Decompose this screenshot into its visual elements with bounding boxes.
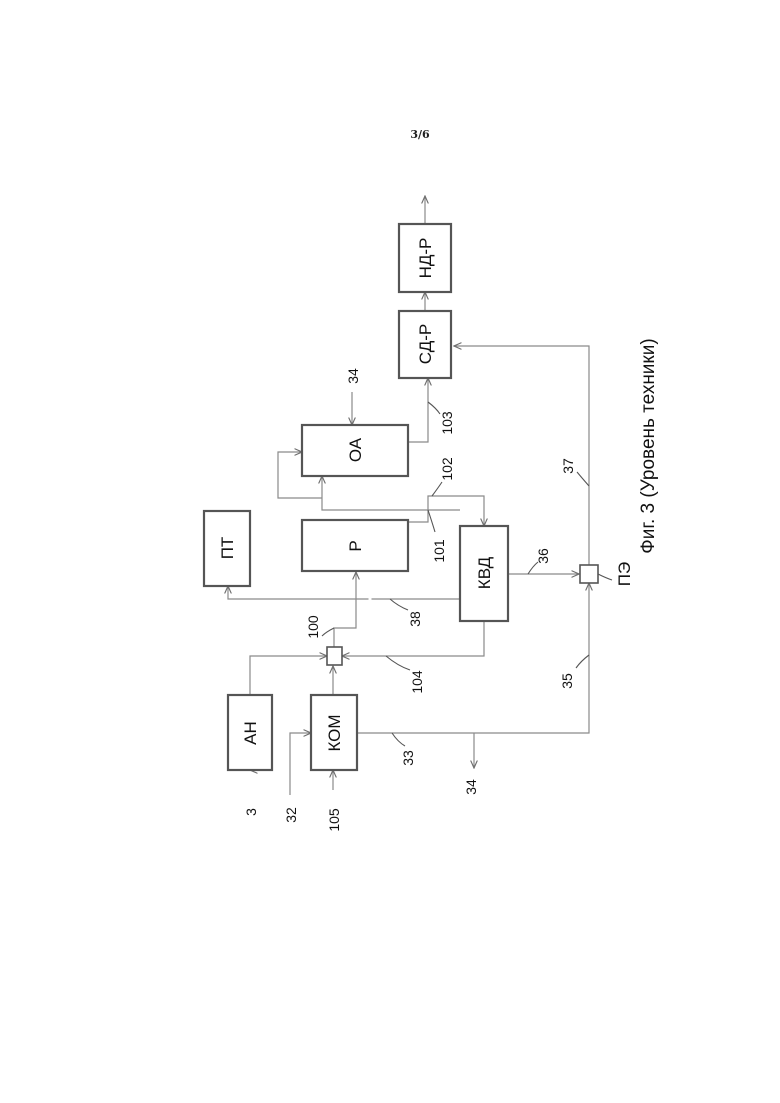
- stream-100-line: [334, 572, 356, 647]
- block-ndr-label: НД-Р: [416, 238, 435, 279]
- stream-103-line: [408, 378, 428, 442]
- leader-37: [577, 472, 589, 486]
- mixer-node: [327, 647, 342, 665]
- stream-label-104: 104: [409, 670, 425, 694]
- leader-33: [392, 733, 405, 746]
- block-pt-label: ПТ: [218, 537, 237, 560]
- stream-101-line: [408, 496, 484, 526]
- leader-35: [576, 655, 589, 668]
- stream-label-101: 101: [431, 539, 447, 563]
- leader-100: [322, 628, 334, 636]
- block-r-label: Р: [346, 540, 365, 551]
- block-sdr: СД-Р: [399, 311, 451, 378]
- leader-104: [386, 656, 410, 670]
- stream-label-33: 33: [400, 750, 416, 766]
- stream-label-36: 36: [535, 548, 551, 564]
- block-oa-label: ОА: [346, 437, 365, 462]
- block-pe: ПЭ: [580, 562, 634, 586]
- stream-label-34-bottom: 34: [463, 779, 479, 795]
- block-kvd-label: КВД: [475, 556, 494, 589]
- stream-label-38: 38: [407, 611, 423, 627]
- block-pe-box: [580, 565, 598, 583]
- block-r: Р: [302, 520, 408, 571]
- stream-label-102: 102: [439, 457, 455, 481]
- leader-101: [428, 510, 435, 532]
- stream-label-100: 100: [305, 615, 321, 639]
- block-an: АН: [228, 695, 272, 770]
- stream-label-35: 35: [559, 673, 575, 689]
- stream-label-37: 37: [560, 458, 576, 474]
- block-pt: ПТ: [204, 511, 250, 586]
- figure-caption: Фиг. 3 (Уровень техники): [638, 338, 659, 553]
- block-ndr: НД-Р: [399, 224, 451, 292]
- block-kvd: КВД: [460, 526, 508, 621]
- stream-32-line: [290, 733, 311, 795]
- stream-label-105: 105: [326, 808, 342, 832]
- block-sdr-label: СД-Р: [416, 324, 435, 364]
- stream-38-line: [228, 586, 460, 599]
- block-oa: ОА: [302, 425, 408, 476]
- leader-102: [432, 482, 442, 496]
- stream-numbers: 3 32 105 33 34 35 104 100 38 36 101 102 …: [243, 368, 576, 832]
- block-kom-label: КОМ: [325, 714, 344, 751]
- stream-label-32: 32: [283, 807, 299, 823]
- block-kom: КОМ: [311, 695, 357, 770]
- stream-label-103: 103: [439, 411, 455, 435]
- block-pe-label: ПЭ: [615, 562, 634, 586]
- block-an-label: АН: [241, 721, 260, 745]
- an-to-mixer-line: [250, 656, 327, 695]
- leader-38: [390, 599, 408, 610]
- stream-label-3: 3: [243, 808, 259, 816]
- stream-label-34-top: 34: [345, 368, 361, 384]
- leader-pe: [598, 574, 612, 580]
